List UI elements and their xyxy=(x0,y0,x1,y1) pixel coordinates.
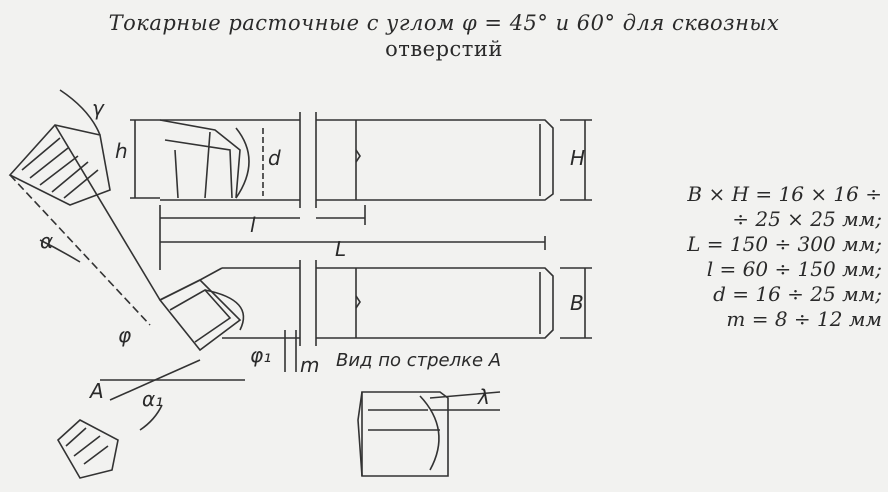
view-a-label: Вид по стрелке А xyxy=(336,350,502,371)
title-line-2: отверстий xyxy=(385,37,503,61)
spec-line: B × H = 16 × 16 ÷ xyxy=(687,182,882,206)
label-L: L xyxy=(335,237,346,261)
label-alpha: α xyxy=(40,229,53,253)
spec-line: m = 8 ÷ 12 мм xyxy=(726,307,882,331)
specifications: B × H = 16 × 16 ÷ ÷ 25 × 25 мм; L = 150 … xyxy=(600,182,882,332)
label-phi: φ xyxy=(118,323,131,347)
label-A: A xyxy=(88,379,104,403)
title: Токарные расточные с углом φ = 45° и 60°… xyxy=(0,10,888,62)
section-gamma-alpha xyxy=(8,89,161,326)
spec-line: d = 16 ÷ 25 мм; xyxy=(713,282,882,306)
label-d: d xyxy=(268,146,281,170)
spec-line: l = 60 ÷ 150 мм; xyxy=(706,257,882,281)
view-a-detail xyxy=(357,391,501,477)
label-m: m xyxy=(300,353,319,377)
title-line-1: Токарные расточные с углом φ = 45° и 60°… xyxy=(108,11,780,35)
label-gamma: γ xyxy=(92,96,105,120)
spec-line: ÷ 25 × 25 мм; xyxy=(732,207,882,231)
bottom-view xyxy=(158,260,592,372)
label-alpha1: α₁ xyxy=(142,387,163,411)
top-view xyxy=(130,112,592,270)
section-alpha1 xyxy=(56,359,245,479)
label-h: h xyxy=(115,139,128,163)
label-lambda: λ xyxy=(477,385,490,409)
label-phi1: φ₁ xyxy=(250,343,271,367)
label-H: H xyxy=(570,146,585,170)
label-l: l xyxy=(250,213,256,237)
label-B: B xyxy=(570,291,584,315)
spec-line: L = 150 ÷ 300 мм; xyxy=(687,232,882,256)
